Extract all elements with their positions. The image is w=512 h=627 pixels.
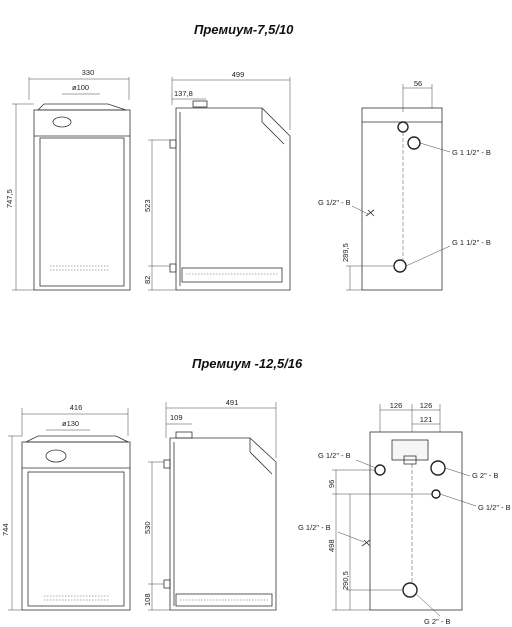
vent-grille-1	[50, 265, 110, 271]
label-tr-2: G 2" - B	[472, 471, 498, 480]
dim-flue-offset-2: 109	[170, 413, 183, 422]
title-bottom: Премиум -12,5/16	[192, 356, 303, 371]
label-ml-2: G 1/2" - B	[298, 523, 331, 532]
dim-height-1: 747,5	[5, 189, 14, 208]
dim-w-right-2: 126	[420, 401, 433, 410]
front-view-2: 416 ø130 744	[1, 403, 131, 611]
side-view-2: 491 109 530 108	[143, 398, 277, 611]
dim-lower-2: 108	[143, 593, 152, 606]
back-view-2: 126 126 121 G 1/2" - B G 2" - B G 1/2" -…	[298, 401, 511, 626]
label-bottom-2: G 2" - B	[424, 617, 450, 626]
dim-offset-top-1: 56	[414, 79, 422, 88]
dim-depth-2: 491	[226, 398, 239, 407]
back-view-1: 56 G 1 1/2" - B G 1/2" - B G 1 1/2" - B …	[318, 79, 491, 291]
side-view-1: 499 137,8 523 82	[143, 70, 291, 291]
dim-upper-2: 530	[143, 521, 152, 534]
label-mr-2: G 1/2" - B	[478, 503, 511, 512]
dim-flue-2: ø130	[62, 419, 79, 428]
dim-96-2: 96	[327, 480, 336, 488]
dim-w-inner-2: 121	[420, 415, 433, 424]
dim-h-bottom-1: 289,5	[341, 243, 350, 262]
dim-width-2: 416	[70, 403, 83, 412]
dim-flue-offset-1: 137,8	[174, 89, 193, 98]
dim-depth-1: 499	[232, 70, 245, 79]
vent-grille-2	[44, 595, 110, 601]
label-tl-2: G 1/2" - B	[318, 451, 351, 460]
front-view-1: 330 ø100 747,5	[5, 68, 131, 291]
label-mid-1: G 1/2" - B	[318, 198, 351, 207]
dim-height-2: 744	[1, 523, 10, 536]
dim-upper-1: 523	[143, 199, 152, 212]
dim-290-2: 290,5	[341, 571, 350, 590]
dim-lower-1: 82	[143, 276, 152, 284]
dim-w-left-2: 126	[390, 401, 403, 410]
label-top-1: G 1 1/2" - B	[452, 148, 491, 157]
label-bottom-1: G 1 1/2" - B	[452, 238, 491, 247]
dim-498-2: 498	[327, 539, 336, 552]
dim-flue-1: ø100	[72, 83, 89, 92]
title-top: Премиум-7,5/10	[194, 22, 294, 37]
dim-width-1: 330	[82, 68, 95, 77]
